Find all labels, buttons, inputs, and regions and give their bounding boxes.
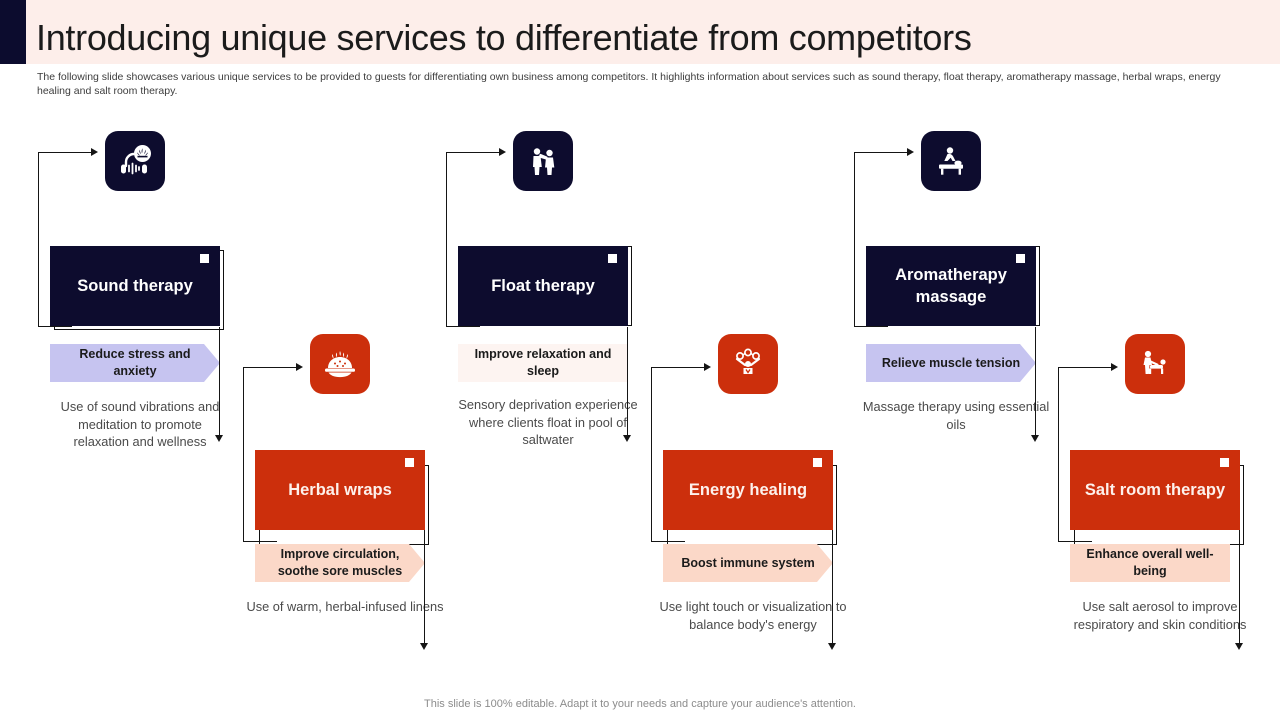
headphones-lotus-icon [117, 143, 153, 179]
benefit-tag-energy-healing: Boost immune system [663, 544, 833, 582]
service-column-herbal-wraps: Herbal wraps Improve circulation, soothe… [225, 110, 445, 670]
benefit-label: Relieve muscle tension [881, 355, 1021, 370]
connector-line-horizontal [1058, 367, 1112, 369]
service-title: Sound therapy [77, 277, 193, 295]
connector-line-horizontal [651, 367, 705, 369]
massage-table-icon [933, 143, 969, 179]
service-card-herbal-wraps[interactable]: Herbal wraps [255, 450, 425, 530]
connector-arrow-right [499, 148, 506, 156]
icon-tile-aromatherapy-massage [921, 131, 981, 191]
connector-line-horizontal [38, 326, 72, 328]
connector-line-horizontal [446, 326, 480, 328]
flow-arrow-down [828, 643, 836, 650]
flow-line-down [832, 530, 834, 645]
flow-arrow-down [623, 435, 631, 442]
connector-line-horizontal [854, 326, 888, 328]
page-title: Introducing unique services to different… [36, 17, 972, 58]
service-column-float-therapy: Float therapy Improve relaxation and sle… [428, 110, 648, 670]
connector-line-vertical [854, 152, 856, 327]
service-description: Use of warm, herbal-infused linens [246, 599, 444, 614]
service-description: Use salt aerosol to improve respiratory … [1073, 599, 1247, 632]
connector-line-vertical [38, 152, 40, 327]
benefit-label: Boost immune system [681, 555, 815, 570]
benefit-tag-herbal-wraps: Improve circulation, soothe sore muscles [255, 544, 425, 582]
benefit-label: Enhance overall well-being [1086, 547, 1214, 578]
service-card-sound-therapy[interactable]: Sound therapy [50, 246, 220, 326]
flow-arrow-down [420, 643, 428, 650]
two-people-icon [525, 143, 561, 179]
service-title: Herbal wraps [288, 481, 392, 499]
benefit-tag-float-therapy: Improve relaxation and sleep [458, 344, 628, 382]
connector-arrow-right [91, 148, 98, 156]
flow-arrow-down [215, 435, 223, 442]
herbal-bowl-icon [322, 346, 358, 382]
salt-massage-icon [1137, 346, 1173, 382]
energy-person-icon [730, 346, 766, 382]
service-title: Aromatherapy massage [895, 266, 1007, 306]
connector-line-vertical [651, 367, 653, 542]
slide-footer-note: This slide is 100% editable. Adapt it to… [424, 698, 856, 710]
icon-tile-sound-therapy [105, 131, 165, 191]
service-description: Use light touch or visualization to bala… [659, 599, 847, 632]
service-description: Use of sound vibrations and meditation t… [60, 399, 220, 449]
connector-line-horizontal [243, 367, 297, 369]
connector-arrow-right [907, 148, 914, 156]
connector-line-horizontal [243, 541, 277, 543]
flow-line-down [1035, 327, 1037, 437]
benefit-tag-salt-room-therapy: Enhance overall well-being [1070, 544, 1230, 582]
connector-line-horizontal [446, 152, 500, 154]
service-title: Salt room therapy [1084, 481, 1226, 499]
card-corner-marker [1220, 458, 1229, 467]
benefit-label: Improve relaxation and sleep [474, 347, 612, 378]
connector-line-horizontal [651, 541, 685, 543]
connector-arrow-right [704, 363, 711, 371]
connector-line-vertical [1058, 367, 1060, 542]
flow-arrow-down [1031, 435, 1039, 442]
slide-header: Introducing unique services to different… [0, 0, 1280, 64]
connector-arrow-right [1111, 363, 1118, 371]
icon-tile-salt-room-therapy [1125, 334, 1185, 394]
service-column-energy-healing: Energy healing Boost immune system Use l… [633, 110, 853, 670]
benefit-tag-aromatherapy-massage: Relieve muscle tension [866, 344, 1036, 382]
service-description: Sensory deprivation experience where cli… [458, 397, 638, 447]
benefit-label: Improve circulation, soothe sore muscles [277, 547, 403, 578]
process-flow-canvas: Sound therapy Reduce stress and anxiety … [0, 110, 1280, 685]
benefit-tag-sound-therapy: Reduce stress and anxiety [50, 344, 220, 382]
service-description: Massage therapy using essential oils [862, 399, 1050, 432]
service-column-aromatherapy-massage: Aromatherapy massage Relieve muscle tens… [836, 110, 1056, 670]
icon-tile-energy-healing [718, 334, 778, 394]
service-title: Energy healing [688, 481, 808, 499]
service-card-float-therapy[interactable]: Float therapy [458, 246, 628, 326]
card-corner-marker [200, 254, 209, 263]
service-card-energy-healing[interactable]: Energy healing [663, 450, 833, 530]
service-column-salt-room-therapy: Salt room therapy Enhance overall well-b… [1040, 110, 1260, 670]
icon-tile-herbal-wraps [310, 334, 370, 394]
slide-subtitle: The following slide showcases various un… [37, 71, 1221, 97]
connector-line-horizontal [854, 152, 908, 154]
flow-line-down [219, 327, 221, 437]
card-corner-marker [813, 458, 822, 467]
service-column-sound-therapy: Sound therapy Reduce stress and anxiety … [20, 110, 240, 670]
connector-line-horizontal [38, 152, 92, 154]
connector-line-horizontal [1058, 541, 1092, 543]
benefit-label: Reduce stress and anxiety [79, 347, 191, 378]
service-card-aromatherapy-massage[interactable]: Aromatherapy massage [866, 246, 1036, 326]
flow-arrow-down [1235, 643, 1243, 650]
connector-arrow-right [296, 363, 303, 371]
icon-tile-float-therapy [513, 131, 573, 191]
flow-line-down [1239, 530, 1241, 645]
connector-line-vertical [243, 367, 245, 542]
header-accent-bar [0, 0, 26, 64]
service-title: Float therapy [491, 277, 595, 295]
connector-line-vertical [446, 152, 448, 327]
card-corner-marker [405, 458, 414, 467]
flow-line-down [424, 530, 426, 645]
service-card-salt-room-therapy[interactable]: Salt room therapy [1070, 450, 1240, 530]
card-corner-marker [608, 254, 617, 263]
flow-line-down [627, 327, 629, 437]
card-corner-marker [1016, 254, 1025, 263]
